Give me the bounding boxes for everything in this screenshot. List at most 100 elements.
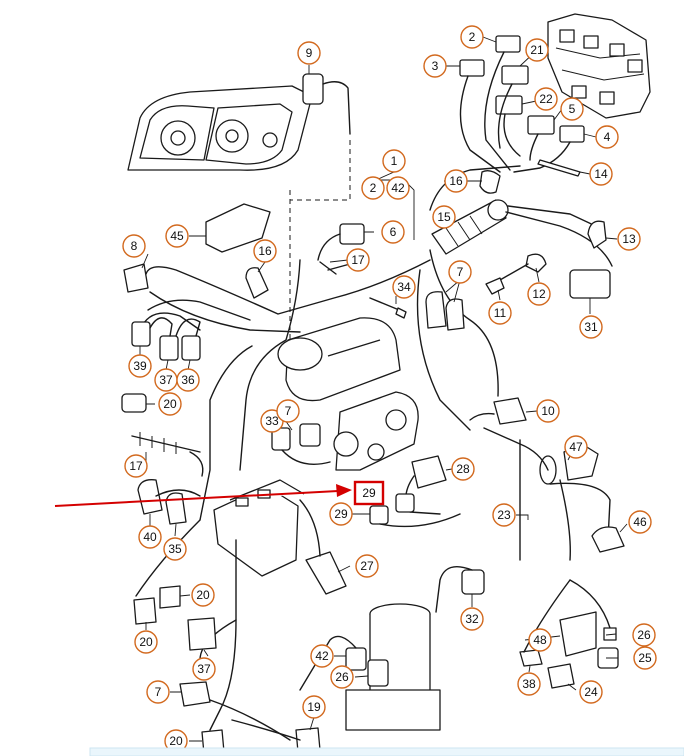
callout-20: 20: [134, 630, 158, 654]
highlight-box: [353, 480, 385, 506]
callout-circle: [392, 275, 416, 299]
callout-label: 8: [131, 239, 138, 253]
callout-circle: [460, 607, 484, 631]
callout-circle: [165, 224, 189, 248]
callout-9: 9: [297, 41, 321, 65]
callout-label: 42: [391, 181, 405, 195]
callout-label: 24: [584, 685, 598, 699]
connector-10: [493, 397, 527, 425]
callout-20: 20: [158, 392, 182, 416]
callout-label: 20: [196, 588, 210, 602]
callout-label: 7: [155, 685, 162, 699]
connector-37-bottom: [345, 647, 367, 671]
callout-label: 48: [533, 633, 547, 647]
callout-label: 5: [569, 102, 576, 116]
callout-39: 39: [128, 354, 152, 378]
connector-27: [305, 551, 347, 595]
callout-26: 26: [632, 623, 656, 647]
callout-circle: [329, 502, 353, 526]
callout-label: 26: [637, 628, 651, 642]
callout-2: 2: [460, 25, 484, 49]
sensor-12: [525, 253, 547, 273]
callout-label: 19: [307, 700, 321, 714]
callout-32: 32: [460, 607, 484, 631]
connector-38: [187, 617, 217, 651]
callout-label: 47: [569, 440, 583, 454]
connector-20-upper: [121, 393, 147, 413]
callout-20: 20: [191, 583, 215, 607]
connector-7-mid: [299, 423, 321, 447]
callout-label: 37: [159, 373, 173, 387]
callout-10: 10: [536, 399, 560, 423]
callout-14: 14: [589, 162, 613, 186]
highlighted-callout-label: 29: [362, 486, 376, 500]
callout-circle: [589, 162, 613, 186]
clip-46: [591, 526, 625, 553]
callout-label: 10: [541, 404, 555, 418]
callout-circle: [527, 282, 551, 306]
callout-label: 28: [456, 462, 470, 476]
connector-3: [459, 59, 485, 77]
callout-label: 20: [139, 635, 153, 649]
callout-circle: [191, 583, 215, 607]
connector-22: [495, 95, 523, 115]
clip-16-top: [479, 170, 501, 194]
clip-16-left: [245, 267, 269, 299]
connector-2-top: [495, 35, 521, 53]
callout-circle: [310, 644, 334, 668]
callout-label: 34: [397, 280, 411, 294]
callout-label: 45: [170, 229, 184, 243]
callout-label: 21: [530, 43, 544, 57]
callout-label: 11: [494, 306, 507, 320]
callout-46: 46: [628, 510, 652, 534]
callout-circle: [124, 454, 148, 478]
callout-23: 23: [492, 503, 516, 527]
callout-circle: [158, 392, 182, 416]
callout-label: 9: [306, 46, 313, 60]
callout-circle: [528, 628, 552, 652]
connector-5: [527, 115, 555, 135]
callout-26: 26: [330, 665, 354, 689]
callout-label: 16: [258, 244, 272, 258]
callout-24: 24: [579, 680, 603, 704]
callout-circle: [492, 503, 516, 527]
callout-35: 35: [163, 537, 187, 561]
callout-label: 14: [594, 167, 608, 181]
callout-6: 6: [381, 220, 405, 244]
callout-circle: [253, 239, 277, 263]
callout-label: 35: [168, 542, 182, 556]
callout-45: 45: [165, 224, 189, 248]
callout-47: 47: [564, 435, 588, 459]
connector-36: [181, 335, 201, 361]
callout-27: 27: [355, 554, 379, 578]
callout-label: 7: [457, 265, 464, 279]
callout-circle: [122, 234, 146, 258]
callout-label: 16: [449, 174, 463, 188]
callout-28: 28: [451, 457, 475, 481]
callout-circle: [534, 87, 558, 111]
connector-31: [569, 269, 611, 299]
callout-circle: [146, 680, 170, 704]
callout-label: 22: [539, 92, 553, 106]
callout-4: 4: [595, 125, 619, 149]
line-art: [121, 13, 651, 755]
callout-8: 8: [122, 234, 146, 258]
callout-circle: [134, 630, 158, 654]
sensor-26-left: [519, 649, 543, 667]
callout-circle: [488, 301, 512, 325]
callout-13: 13: [617, 227, 641, 251]
callout-7: 7: [276, 399, 300, 423]
callout-42: 42: [386, 176, 410, 200]
callout-circle: [564, 435, 588, 459]
callout-label: 32: [465, 612, 479, 626]
callout-label: 33: [265, 414, 279, 428]
callout-label: 13: [622, 232, 636, 246]
connector-20-left: [133, 597, 157, 625]
headlight: [127, 85, 313, 171]
callout-21: 21: [525, 38, 549, 62]
brake-master-cylinder: [277, 317, 419, 471]
connector-37: [159, 335, 179, 361]
callout-label: 1: [391, 154, 398, 168]
callout-label: 46: [633, 515, 647, 529]
